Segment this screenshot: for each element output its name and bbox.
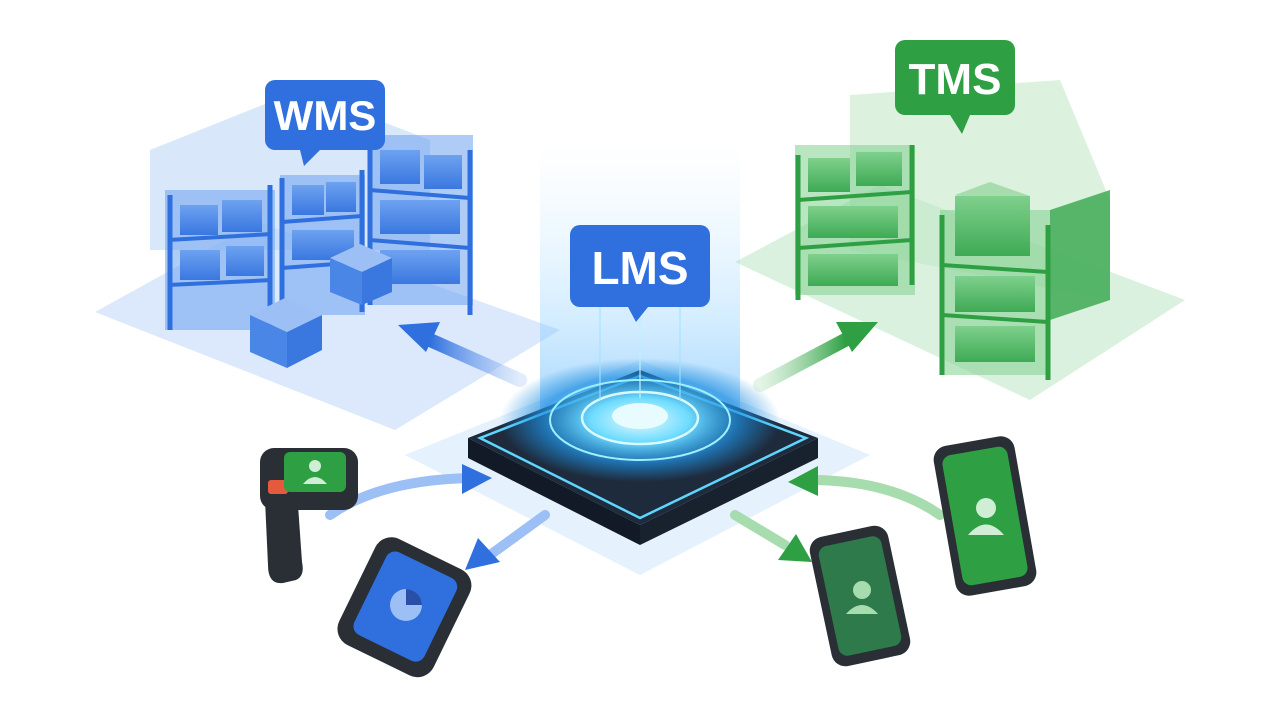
arrow-hub-to-phone-center: [730, 510, 812, 562]
arrow-phone-right-to-hub: [788, 466, 945, 520]
smartphone-left: [337, 537, 472, 678]
wms-label-pointer: [300, 150, 320, 166]
scanner-trigger-light: [268, 480, 288, 494]
tms-label: TMS: [895, 40, 1015, 134]
user-icon: [846, 581, 878, 614]
wms-floor-boxes: [250, 244, 392, 368]
wms-label-box: [265, 80, 385, 150]
lms-label-box: [570, 225, 710, 307]
user-icon: [303, 460, 327, 484]
arrow-hub-to-wms: [398, 322, 527, 387]
tms-rack-right: [939, 182, 1051, 380]
lms-label: LMS: [570, 225, 710, 322]
arrow-hub-to-tms: [753, 322, 878, 392]
tms-warehouse: [735, 80, 1185, 400]
smartphone-far-right: [933, 436, 1037, 596]
arrow-hub-to-phone-left: [465, 510, 550, 570]
pie-chart-icon: [390, 589, 422, 621]
handheld-scanner: [260, 448, 358, 584]
hub-base-side-right: [640, 438, 818, 545]
smartphone-center-right: [809, 525, 911, 667]
hub-base-side-left: [468, 438, 640, 545]
hub-core: [612, 403, 668, 429]
tms-wall-block: [1050, 190, 1110, 320]
tms-label-pointer: [950, 115, 970, 134]
user-icon: [968, 498, 1004, 535]
tms-rack-left: [795, 145, 915, 300]
wms-warehouse: [95, 90, 560, 430]
lms-label-text: LMS: [591, 242, 688, 294]
wms-rack-right: [367, 135, 473, 315]
wms-rack-left: [165, 185, 275, 330]
tms-label-text: TMS: [909, 55, 1002, 104]
wms-label-text: WMS: [274, 92, 377, 139]
lms-label-pointer: [628, 307, 648, 322]
tms-label-box: [895, 40, 1015, 115]
wms-label: WMS: [265, 80, 385, 166]
